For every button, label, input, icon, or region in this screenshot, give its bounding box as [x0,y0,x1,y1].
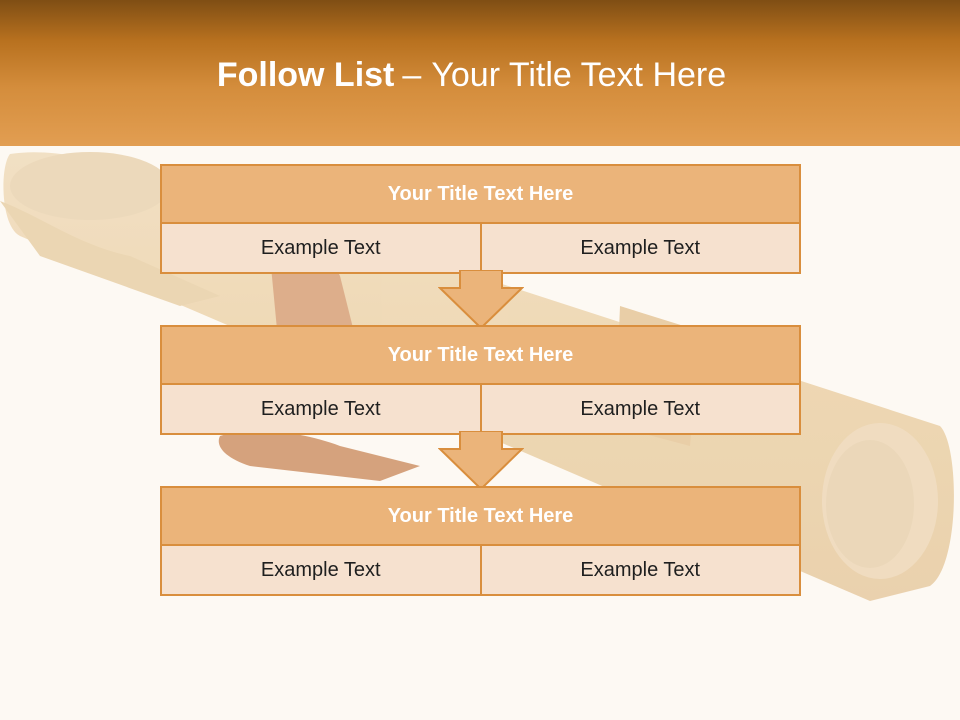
title-bold-part: Follow List [216,56,395,94]
step-2-right-text: Example Text [479,385,800,433]
step-title-1: Your Title Text Here [162,166,799,224]
step-3-left-text: Example Text [260,558,381,581]
step-box-3: Your Title Text Here Example Text Exampl… [160,486,801,596]
step-3-right-text: Example Text [479,546,800,594]
step-title-3: Your Title Text Here [162,488,799,546]
step-1-left-text: Example Text [260,236,381,259]
step-1-right-text: Example Text [479,224,800,272]
title-bar: Follow List–Your Title Text Here [0,0,960,146]
step-box-2: Your Title Text Here Example Text Exampl… [160,325,801,435]
down-arrow-icon [438,431,524,491]
down-arrow-icon [438,270,524,330]
step-row-1: Example Text Example Text [162,224,799,272]
step-2-left-text: Example Text [260,397,381,420]
step-box-1: Your Title Text Here Example Text Exampl… [160,164,801,274]
step-row-2: Example Text Example Text [162,385,799,433]
title-rest: Your Title Text Here [431,56,727,94]
step-row-3: Example Text Example Text [162,546,799,594]
title-separator: – [402,56,422,94]
step-title-2: Your Title Text Here [162,327,799,385]
slide-title: Follow List–Your Title Text Here [0,52,943,98]
